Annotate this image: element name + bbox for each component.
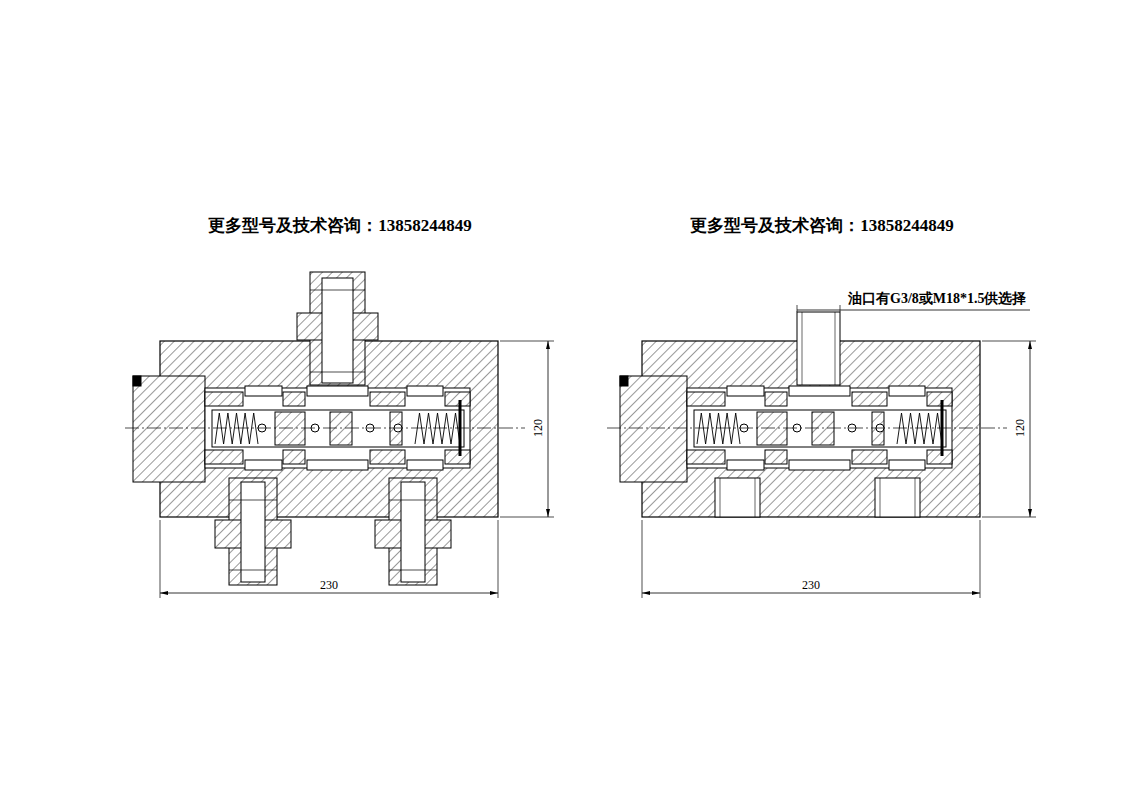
dimension-arrow bbox=[1028, 341, 1032, 517]
sleeve-land bbox=[205, 450, 243, 464]
poppet bbox=[872, 412, 884, 445]
dimension-arrow bbox=[546, 341, 550, 517]
seal-ring bbox=[620, 376, 628, 386]
port-groove bbox=[889, 386, 925, 396]
centre-line bbox=[607, 428, 1007, 429]
fitting-bore bbox=[322, 278, 353, 383]
extension-line bbox=[500, 341, 554, 342]
thread-line bbox=[389, 500, 437, 501]
thread-line bbox=[229, 500, 277, 501]
sleeve-land bbox=[370, 392, 405, 406]
sleeve-land bbox=[445, 392, 470, 406]
spool bbox=[694, 410, 946, 447]
fitting-bore bbox=[401, 482, 425, 582]
dimension-line bbox=[642, 593, 980, 594]
extension-line bbox=[160, 520, 161, 598]
thread-line bbox=[755, 478, 756, 517]
extension-line bbox=[500, 517, 554, 518]
thread-line bbox=[310, 290, 365, 291]
sleeve-land bbox=[687, 392, 725, 406]
port-groove bbox=[789, 460, 850, 470]
thread-line bbox=[915, 478, 916, 517]
oil-port bbox=[797, 312, 840, 385]
dimension-text: 230 bbox=[320, 579, 338, 593]
poppet bbox=[330, 412, 352, 445]
thread-line bbox=[310, 372, 365, 373]
dimension-text: 230 bbox=[802, 579, 820, 593]
oil-port bbox=[875, 478, 920, 517]
dimension-line bbox=[160, 593, 498, 594]
port-groove bbox=[727, 386, 764, 396]
sleeve-land bbox=[852, 450, 887, 464]
port-groove bbox=[789, 386, 850, 396]
thread-line bbox=[880, 478, 881, 517]
sleeve-land bbox=[852, 392, 887, 406]
extension-line bbox=[982, 341, 1036, 342]
port-groove bbox=[727, 460, 764, 470]
extension-line bbox=[642, 520, 643, 598]
spring-symbol bbox=[897, 413, 942, 444]
spring-symbol bbox=[415, 413, 460, 444]
poppet bbox=[757, 412, 787, 445]
sheet-heading: 更多型号及技术咨询：13858244849 bbox=[208, 216, 472, 236]
port-groove bbox=[245, 386, 282, 396]
dimension-line bbox=[548, 341, 549, 517]
port-groove bbox=[307, 386, 368, 396]
thread-line bbox=[389, 570, 437, 571]
port-groove bbox=[407, 386, 443, 396]
sleeve-land bbox=[445, 450, 470, 464]
extension-line bbox=[980, 520, 981, 598]
sleeve-land bbox=[927, 450, 952, 464]
sleeve-land bbox=[205, 392, 243, 406]
dimension-text: 120 bbox=[1014, 419, 1028, 437]
port-note: 油口有G3/8或M18*1.5供选择 bbox=[848, 291, 1027, 307]
thread-line bbox=[720, 478, 721, 517]
sleeve-land bbox=[283, 450, 305, 464]
spool bbox=[212, 410, 464, 447]
spring-symbol bbox=[215, 413, 258, 444]
sleeve-land bbox=[283, 392, 305, 406]
sleeve-land bbox=[765, 392, 787, 406]
sleeve-land bbox=[927, 392, 952, 406]
thread-line bbox=[802, 312, 803, 385]
sleeve-land bbox=[765, 450, 787, 464]
port-groove bbox=[245, 460, 282, 470]
valve-section bbox=[125, 272, 554, 598]
port-groove bbox=[307, 460, 368, 470]
thread-line bbox=[835, 312, 836, 385]
poppet bbox=[390, 412, 402, 445]
extension-line bbox=[498, 520, 499, 598]
dimension-line bbox=[1030, 341, 1031, 517]
extension-line bbox=[797, 305, 798, 312]
port-groove bbox=[889, 460, 925, 470]
poppet bbox=[812, 412, 834, 445]
port-groove bbox=[407, 460, 443, 470]
fitting-bore bbox=[241, 482, 265, 582]
spring-symbol bbox=[697, 413, 740, 444]
end-cap bbox=[620, 376, 687, 482]
dimension-text: 120 bbox=[532, 419, 546, 437]
sleeve-land bbox=[370, 450, 405, 464]
extension-line bbox=[982, 517, 1036, 518]
centre-line bbox=[125, 428, 525, 429]
sheet-heading: 更多型号及技术咨询：13858244849 bbox=[690, 216, 954, 236]
extension-line bbox=[840, 305, 841, 312]
seal-ring bbox=[133, 376, 141, 386]
valve-section bbox=[607, 305, 1036, 598]
oil-port bbox=[715, 478, 760, 517]
sleeve-land bbox=[687, 450, 725, 464]
poppet bbox=[275, 412, 305, 445]
thread-line bbox=[229, 570, 277, 571]
end-cap bbox=[133, 376, 205, 482]
leader-line bbox=[797, 310, 1030, 311]
